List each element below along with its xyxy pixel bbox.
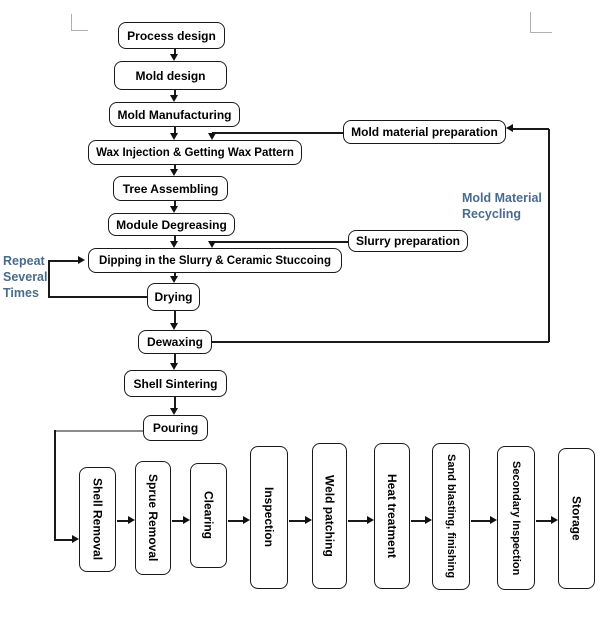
arrowhead-repeat-dipping <box>78 256 85 264</box>
arrowhead-down-4 <box>170 169 178 176</box>
node-weld-patching: Weld patching <box>312 443 347 589</box>
connector-recycling-vertical <box>548 129 550 342</box>
connector-repeat-top <box>48 260 78 262</box>
connector-bottom-2 <box>172 520 185 522</box>
recycling-line-1: Mold Material <box>462 191 542 205</box>
node-heat-treatment: Heat treatment <box>374 443 410 589</box>
node-wax-injection: Wax Injection & Getting Wax Pattern <box>88 140 302 165</box>
mold-material-recycling-label: Mold Material Recycling <box>462 190 542 222</box>
node-dipping-stuccoing: Dipping in the Slurry & Ceramic Stuccoin… <box>88 248 342 273</box>
repeat-line-3: Times <box>3 286 39 300</box>
arrowhead-down-9 <box>170 363 178 370</box>
node-pouring: Pouring <box>143 415 208 441</box>
arrowhead-bottom-5 <box>367 516 374 524</box>
connector-chain-3 <box>174 127 176 134</box>
repeat-line-2: Several <box>3 270 48 284</box>
connector-slurry-dipping <box>212 241 348 243</box>
node-dewaxing: Dewaxing <box>138 330 212 354</box>
node-shell-sintering: Shell Sintering <box>124 370 227 397</box>
connector-chain-8 <box>174 311 176 324</box>
corner-mark-left <box>71 14 88 31</box>
connector-moldprep-wax <box>212 132 343 134</box>
arrowhead-bottom-8 <box>551 516 558 524</box>
arrowhead-down-1 <box>170 54 178 61</box>
connector-chain-2 <box>174 90 176 96</box>
connector-pouring-left <box>54 430 143 432</box>
arrowhead-bottom-6 <box>425 516 432 524</box>
arrowhead-down-8 <box>170 323 178 330</box>
connector-drying-left <box>48 296 147 298</box>
node-process-design: Process design <box>118 22 225 49</box>
node-drying: Drying <box>147 283 200 311</box>
arrowhead-down-3 <box>170 133 178 140</box>
arrowhead-bottom-2 <box>183 516 190 524</box>
node-mold-design: Mold design <box>114 61 227 90</box>
node-inspection: Inspection <box>250 446 288 589</box>
node-mold-material-preparation: Mold material preparation <box>343 120 506 144</box>
connector-pouring-vertical <box>54 430 56 540</box>
connector-pouring-bottom <box>54 539 72 541</box>
connector-chain-10 <box>174 397 176 409</box>
arrowhead-bottom-1 <box>128 516 135 524</box>
arrowhead-slurry-dipping <box>208 241 216 248</box>
arrowhead-pouring-shellremoval <box>72 535 79 543</box>
connector-bottom-5 <box>348 520 368 522</box>
recycling-line-2: Recycling <box>462 207 522 221</box>
connector-bottom-8 <box>536 520 552 522</box>
node-tree-assembling: Tree Assembling <box>113 176 228 201</box>
connector-bottom-7 <box>471 520 491 522</box>
arrowhead-down-5 <box>170 206 178 213</box>
connector-bottom-6 <box>411 520 426 522</box>
corner-mark-right <box>530 12 552 33</box>
connector-chain-4 <box>174 165 176 170</box>
connector-chain-6 <box>174 236 176 242</box>
connector-recycling-top <box>513 128 549 130</box>
node-clearing: Clearing <box>190 463 227 568</box>
connector-chain-9 <box>174 354 176 364</box>
node-slurry-preparation: Slurry preparation <box>348 230 468 252</box>
node-shell-removal: Shell Removal <box>79 467 116 572</box>
connector-chain-5 <box>174 201 176 207</box>
arrowhead-down-2 <box>170 95 178 102</box>
connector-dewaxing-right <box>212 341 549 343</box>
arrowhead-down-7 <box>170 276 178 283</box>
arrowhead-down-6 <box>170 241 178 248</box>
arrowhead-down-10 <box>170 408 178 415</box>
arrowhead-moldprep-wax <box>208 133 216 140</box>
arrowhead-bottom-4 <box>305 516 312 524</box>
repeat-several-times-label: Repeat Several Times <box>3 253 47 301</box>
arrowhead-bottom-7 <box>490 516 497 524</box>
node-sand-blasting-finishing: Sand blasting, finishing <box>432 443 470 590</box>
connector-chain-7 <box>174 273 176 277</box>
node-sprue-removal: Sprue Removal <box>135 461 171 575</box>
connector-repeat-vertical <box>48 261 50 297</box>
node-storage: Storage <box>558 448 595 589</box>
repeat-line-1: Repeat <box>3 254 45 268</box>
node-mold-manufacturing: Mold Manufacturing <box>109 102 240 127</box>
arrowhead-bottom-3 <box>243 516 250 524</box>
connector-bottom-3 <box>228 520 244 522</box>
node-secondary-inspection: Secondary Inspection <box>497 446 535 590</box>
arrowhead-recycling <box>506 124 513 132</box>
connector-bottom-4 <box>289 520 306 522</box>
connector-bottom-1 <box>117 520 129 522</box>
connector-chain-1 <box>174 49 176 55</box>
node-module-degreasing: Module Degreasing <box>108 213 235 236</box>
